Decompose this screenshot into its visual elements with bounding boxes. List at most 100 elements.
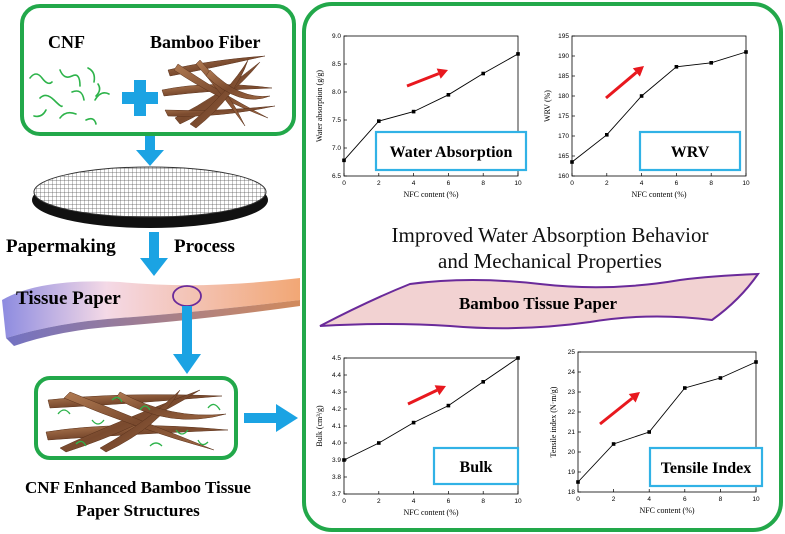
y-tick-label: 8.5 (332, 61, 341, 68)
bamboo-tissue-sheet (319, 272, 760, 330)
y-tick-label: 7.0 (332, 145, 341, 152)
y-tick-label: 18 (568, 489, 576, 496)
forming-wire-icon (32, 166, 268, 228)
x-tick-label: 2 (612, 496, 616, 503)
data-point (605, 133, 609, 137)
y-tick-label: 3.8 (332, 474, 341, 481)
bamboo-tissue-sheet-label: Bamboo Tissue Paper (459, 294, 618, 313)
y-tick-label: 21 (568, 429, 576, 436)
y-axis-label: WRV (%) (543, 90, 552, 122)
x-tick-label: 10 (514, 180, 522, 187)
bamboo-fiber-label: Bamboo Fiber (150, 32, 261, 52)
trend-arrow-head-icon (436, 68, 448, 79)
data-point (411, 109, 416, 114)
structure-caption-line2: Paper Structures (76, 501, 200, 520)
x-tick-label: 10 (514, 498, 522, 505)
series-line (343, 53, 519, 161)
callout-label: Tensile Index (661, 460, 752, 477)
data-point (516, 52, 520, 56)
callout-box (432, 446, 520, 486)
y-tick-label: 195 (558, 33, 569, 40)
callout-label: Bulk (460, 459, 493, 476)
x-tick-label: 2 (605, 180, 609, 187)
data-point (481, 380, 485, 384)
data-point (611, 442, 616, 446)
x-tick-label: 8 (481, 180, 485, 187)
data-point (718, 376, 723, 380)
data-point (709, 61, 713, 65)
x-tick-label: 0 (570, 180, 574, 187)
materials-box (20, 4, 296, 136)
cnf-label: CNF (48, 32, 85, 52)
y-tick-label: 4.0 (332, 440, 341, 447)
bamboo-fiber-icon (161, 55, 276, 129)
headline-line1: Improved Water Absorption Behavior (392, 223, 709, 247)
flow-arrow-right (244, 404, 298, 432)
x-tick-label: 4 (412, 180, 416, 187)
x-tick-label: 6 (447, 498, 451, 505)
y-tick-label: 3.7 (332, 491, 341, 498)
data-point (744, 50, 748, 54)
flow-arrow-1 (136, 136, 164, 166)
y-tick-label: 160 (558, 173, 569, 180)
y-tick-label: 19 (568, 469, 576, 476)
trend-arrow-icon (605, 71, 638, 100)
data-point (446, 403, 451, 408)
callout-box (638, 130, 742, 172)
x-tick-label: 0 (342, 498, 346, 505)
y-tick-label: 4.4 (332, 372, 341, 379)
x-tick-label: 8 (719, 496, 723, 503)
x-axis-label: NFC content (%) (403, 508, 458, 517)
data-point (674, 65, 679, 69)
y-axis-label: Tensile index (N·m/g) (549, 386, 558, 457)
y-tick-label: 20 (568, 449, 576, 456)
y-tick-label: 4.5 (332, 355, 341, 362)
x-tick-label: 8 (709, 180, 713, 187)
series-line (343, 357, 519, 461)
flow-arrow-2 (140, 232, 168, 276)
data-point (377, 119, 381, 123)
data-point (683, 386, 687, 390)
trend-arrow-icon (406, 72, 440, 88)
plot-frame (571, 35, 747, 177)
y-tick-label: 4.2 (332, 406, 341, 413)
y-tick-label: 4.3 (332, 389, 341, 396)
y-tick-label: 3.9 (332, 457, 341, 464)
trend-arrow-icon (407, 388, 438, 406)
process-label: Process (174, 236, 235, 257)
papermaking-label: Papermaking (6, 236, 116, 257)
x-axis-label: NFC content (%) (403, 190, 458, 199)
data-point (647, 430, 651, 434)
y-tick-label: 24 (568, 369, 576, 376)
x-tick-label: 6 (683, 496, 687, 503)
data-point (576, 480, 580, 484)
data-point (342, 158, 346, 163)
data-point (377, 441, 381, 445)
trend-arrow-head-icon (632, 66, 644, 77)
data-point (570, 160, 574, 164)
plot-frame (577, 351, 757, 493)
y-tick-label: 6.5 (332, 173, 341, 180)
series-line (571, 51, 747, 163)
plus-icon (122, 80, 158, 116)
callout-box (648, 446, 764, 488)
x-tick-label: 4 (412, 498, 416, 505)
callout-box (374, 130, 528, 172)
y-tick-label: 25 (568, 349, 576, 356)
data-point (342, 458, 346, 462)
y-tick-label: 23 (568, 389, 576, 396)
trend-arrow-head-icon (628, 392, 640, 403)
y-tick-label: 175 (558, 113, 569, 120)
y-axis-label: Water absorption (g/g) (315, 70, 324, 143)
tissue-paper-sheet (2, 278, 300, 346)
x-tick-label: 4 (647, 496, 651, 503)
x-tick-label: 10 (752, 496, 760, 503)
headline-line2: and Mechanical Properties (438, 249, 662, 273)
x-tick-label: 6 (675, 180, 679, 187)
data-point (446, 93, 451, 97)
x-tick-label: 8 (481, 498, 485, 505)
